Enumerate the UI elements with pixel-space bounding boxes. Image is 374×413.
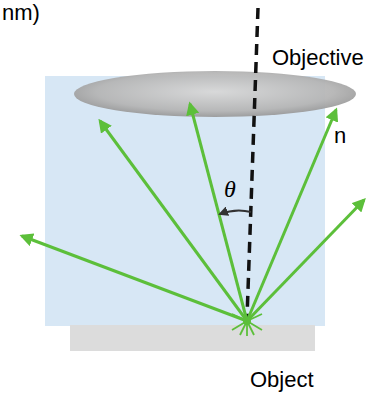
object-label: Object xyxy=(250,368,314,392)
wavelength-note: nm) xyxy=(2,1,40,25)
object-slide xyxy=(70,325,315,351)
objective-lens xyxy=(74,71,356,117)
index-label: n xyxy=(334,124,346,148)
angle-label: θ xyxy=(224,176,236,202)
emission-burst xyxy=(232,314,262,336)
emitter-point xyxy=(243,317,251,325)
optical-axis xyxy=(247,8,258,318)
light-rays xyxy=(22,104,364,321)
angle-arc xyxy=(220,210,251,214)
objective-label: Objective xyxy=(272,46,364,70)
